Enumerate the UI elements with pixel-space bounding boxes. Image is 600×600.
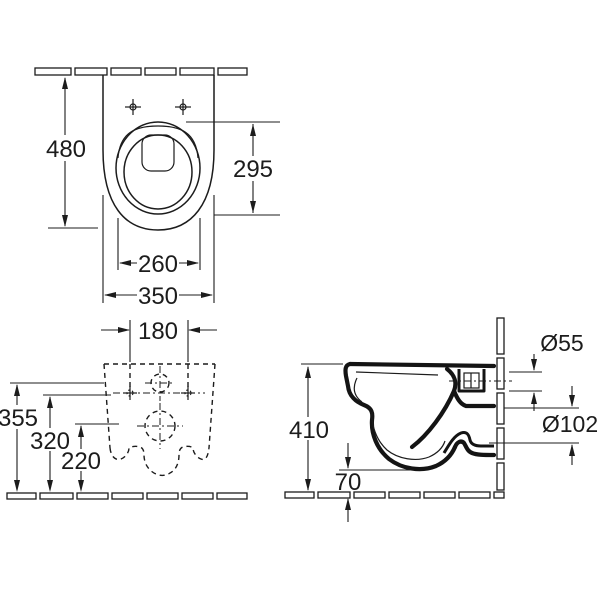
- fixing-hole-cross-icon: [123, 386, 137, 400]
- dim-seat-width-label: 260: [138, 251, 178, 278]
- fixing-point-crosshair-icon: [125, 99, 141, 115]
- wall-hatch-top: [34, 67, 248, 76]
- seat-plan: [115, 121, 201, 215]
- inlet-hole-circle: [145, 366, 175, 401]
- side-view: 410 70 Ø55 Ø102: [284, 317, 598, 522]
- dim-seat-depth-label: 295: [233, 156, 273, 183]
- dim-outlet-diameter-label: Ø102: [542, 411, 598, 437]
- dim-outlet-height-label: 220: [61, 448, 101, 475]
- dim-outlet-diameter: Ø102: [489, 386, 598, 465]
- water-inlet-socket: [449, 369, 512, 393]
- floor-hatch-right: [284, 491, 505, 499]
- dim-overall-depth-label: 480: [46, 136, 86, 163]
- wall-hatch-side: [496, 317, 505, 491]
- dim-overall-height-label: 410: [289, 417, 329, 444]
- toilet-section-profile: [343, 361, 497, 472]
- dim-floor-clearance: 70: [335, 443, 414, 522]
- dim-overall-width: 350: [102, 195, 215, 310]
- rear-view: 180 355 320 220: [0, 318, 248, 500]
- fixing-point-crosshair-icon: [175, 99, 191, 115]
- dim-floor-clearance-label: 70: [335, 469, 362, 496]
- floor-hatch-left: [6, 492, 248, 500]
- dim-overall-height: 410: [289, 363, 343, 491]
- dim-seat-width: 260: [117, 218, 201, 278]
- dim-seat-depth: 295: [186, 121, 280, 216]
- dim-fixing-hole-spacing-label: 180: [138, 318, 178, 345]
- dim-inlet-height: 355: [0, 382, 104, 492]
- dim-overall-depth: 480: [45, 77, 98, 229]
- dim-outlet-height: 220: [61, 423, 119, 492]
- top-view: 480 295 260: [34, 67, 280, 310]
- outlet-hole-circle: [137, 403, 183, 449]
- dim-inlet-height-label: 355: [0, 405, 38, 432]
- dim-inlet-diameter-label: Ø55: [540, 330, 583, 356]
- fixing-hole-cross-icon: [181, 386, 195, 400]
- dim-fixing-hole-spacing: 180: [101, 318, 217, 390]
- dim-overall-width-label: 350: [138, 283, 178, 310]
- dim-fixing-hole-height: 320: [30, 394, 111, 492]
- toilet-rear-outline-hidden: [103, 363, 216, 477]
- dim-inlet-diameter: Ø55: [509, 330, 584, 411]
- toilet-plan-outline: [102, 75, 215, 231]
